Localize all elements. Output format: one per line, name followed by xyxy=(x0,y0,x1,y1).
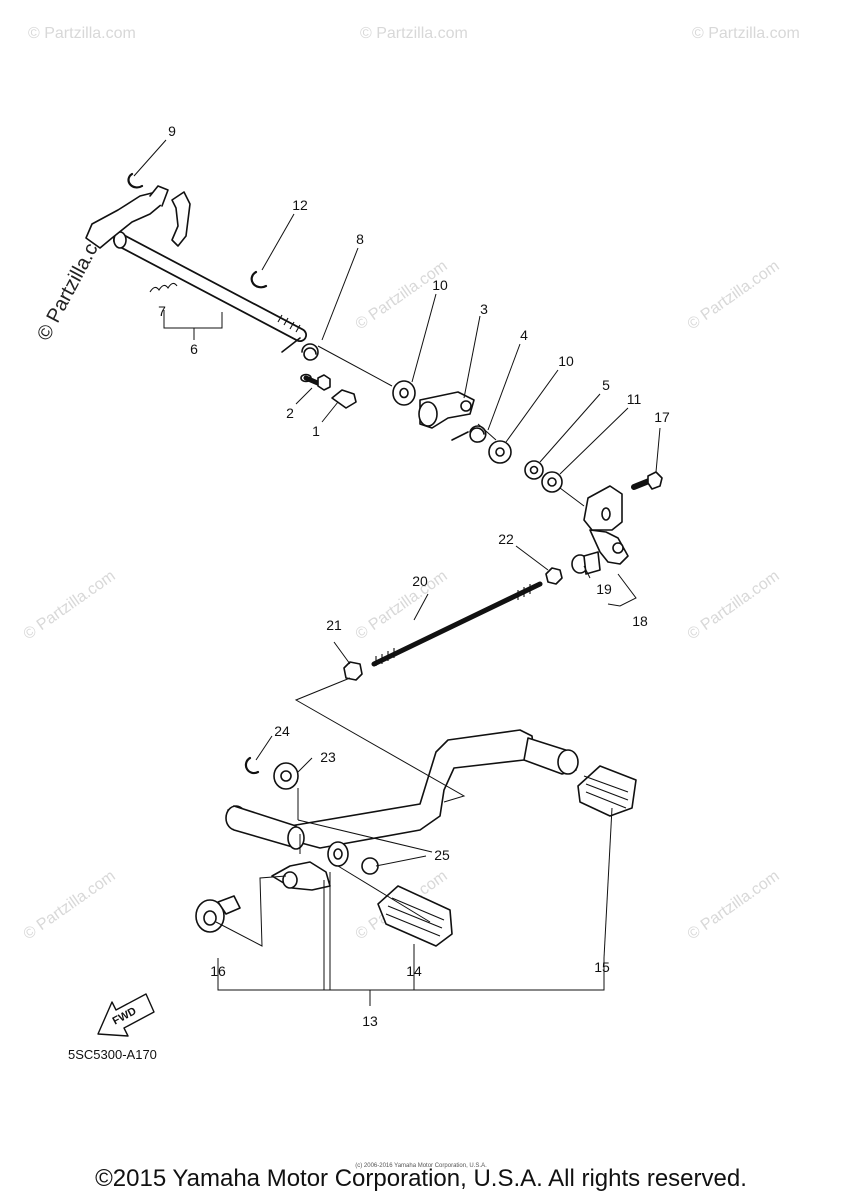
callout-3: 3 xyxy=(480,301,488,317)
spring-4 xyxy=(451,425,487,443)
circlip-12 xyxy=(250,270,268,289)
copyright-notice: ©2015 Yamaha Motor Corporation, U.S.A. A… xyxy=(95,1165,747,1192)
nut-22 xyxy=(545,567,563,585)
callout-labels: 9 12 8 7 6 10 3 4 10 5 11 17 2 1 22 20 1… xyxy=(158,123,670,1029)
rod-end-16 xyxy=(195,895,241,933)
collar-1 xyxy=(331,389,357,409)
ball-joint-19 xyxy=(571,551,601,575)
watermark: © Partzilla.com xyxy=(21,868,119,944)
callout-7: 7 xyxy=(158,303,166,319)
circlip-24 xyxy=(244,756,260,775)
callout-6: 6 xyxy=(190,341,198,357)
circlip-9 xyxy=(127,172,144,189)
callout-25: 25 xyxy=(434,847,450,863)
torsion-spring-8 xyxy=(281,337,319,361)
callout-24: 24 xyxy=(274,723,290,739)
callout-19: 19 xyxy=(596,581,612,597)
small-credit: (c) 2006-2016 Yamaha Motor Corporation, … xyxy=(355,1163,487,1169)
watermark: © Partzilla.com xyxy=(360,25,468,42)
callout-10: 10 xyxy=(558,353,574,369)
bolt-2 xyxy=(300,373,331,391)
clamp-lever-18 xyxy=(583,485,629,565)
callout-10: 10 xyxy=(432,277,448,293)
shift-pedal-13 xyxy=(225,729,579,891)
pedal-rubber-15 xyxy=(577,765,637,817)
washer-25 xyxy=(361,857,379,875)
callout-11: 11 xyxy=(627,391,642,407)
pedal-rubber-14 xyxy=(377,885,453,947)
callout-9: 9 xyxy=(168,123,176,139)
callout-14: 14 xyxy=(406,963,422,979)
leader-lines xyxy=(133,139,661,1006)
callout-22: 22 xyxy=(498,531,514,547)
shift-shaft xyxy=(85,185,307,342)
callout-18: 18 xyxy=(632,613,648,629)
bolt-17 xyxy=(631,471,663,490)
shift-rod-20 xyxy=(371,581,543,667)
callout-1: 1 xyxy=(312,423,320,439)
callout-4: 4 xyxy=(520,327,528,343)
shift-arm-3 xyxy=(418,391,475,429)
watermark: © Partzilla.com xyxy=(685,258,783,334)
callout-13: 13 xyxy=(362,1013,378,1029)
callout-20: 20 xyxy=(412,573,428,589)
callout-8: 8 xyxy=(356,231,364,247)
callout-2: 2 xyxy=(286,405,294,421)
watermark: © Partzilla.com xyxy=(685,568,783,644)
watermark: © Partzilla.com xyxy=(685,868,783,944)
watermark: © Partzilla.com xyxy=(21,568,119,644)
watermark: © Partzilla.com xyxy=(28,25,136,42)
callout-21: 21 xyxy=(326,617,342,633)
nut-21 xyxy=(343,661,363,681)
callout-23: 23 xyxy=(320,749,336,765)
callout-12: 12 xyxy=(292,197,308,213)
fwd-arrow-icon: FWD xyxy=(97,993,155,1037)
callout-17: 17 xyxy=(654,409,670,425)
diagram-code: 5SC5300-A170 xyxy=(68,1047,157,1062)
callout-5: 5 xyxy=(602,377,610,393)
callout-16: 16 xyxy=(210,963,226,979)
watermark: © Partzilla.com xyxy=(692,25,800,42)
callout-15: 15 xyxy=(594,959,610,975)
